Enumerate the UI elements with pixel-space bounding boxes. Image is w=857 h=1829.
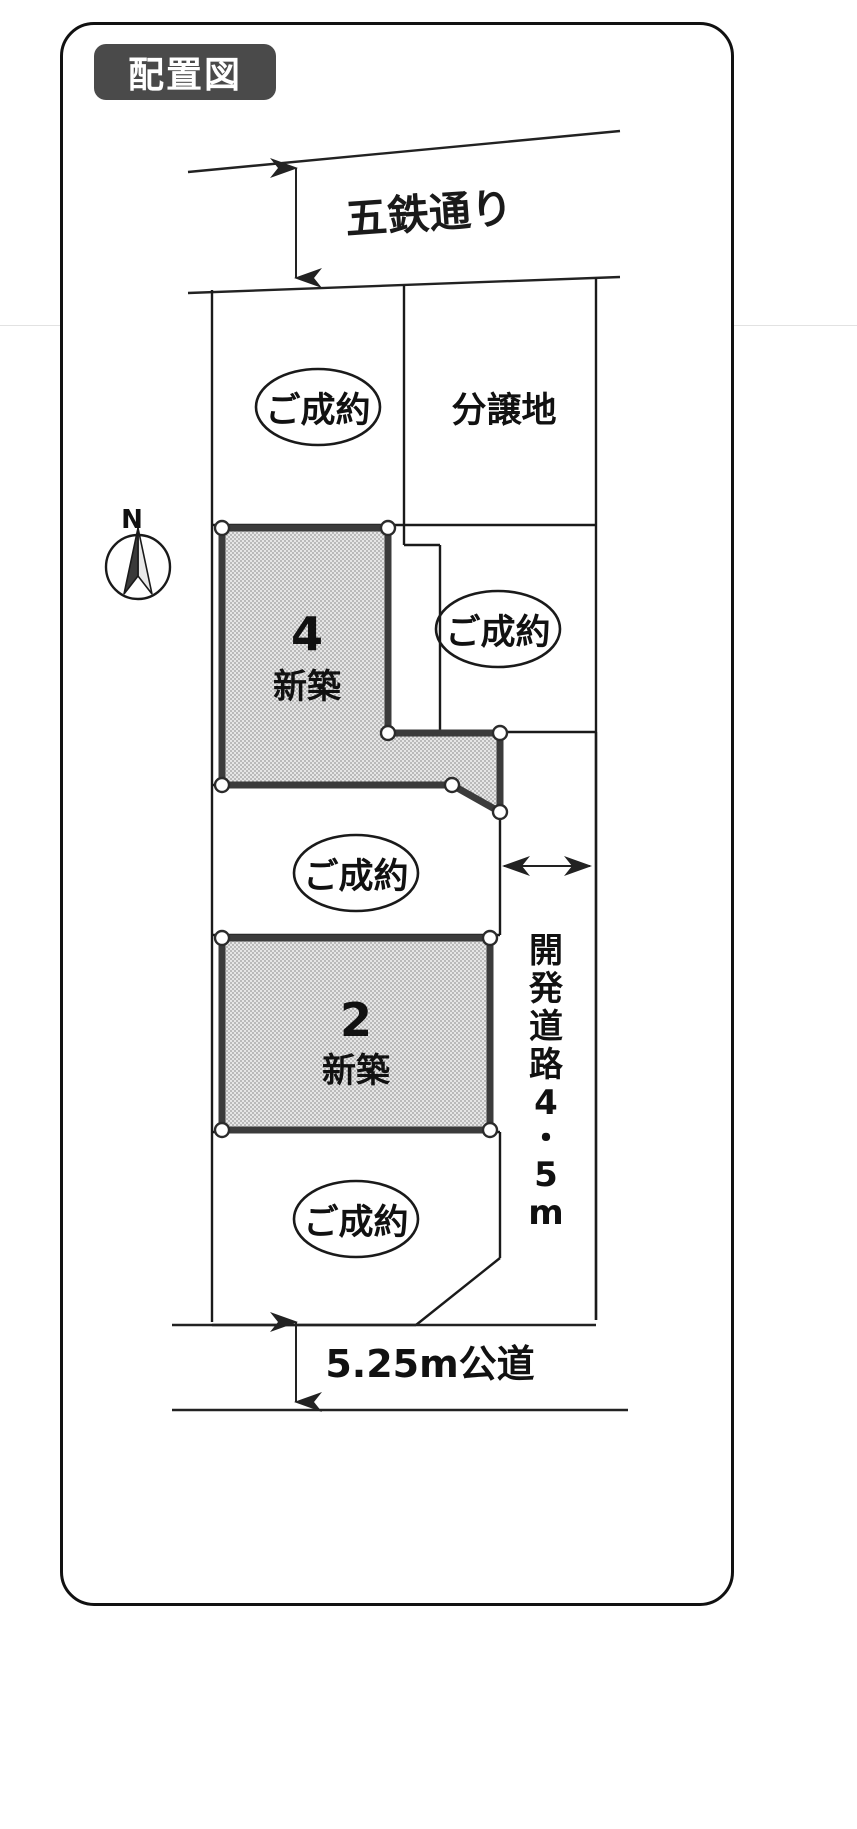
parcel-status-3: ご成約	[434, 589, 562, 669]
bottom-road	[172, 1312, 628, 1412]
corner-node	[213, 1121, 231, 1139]
corner-node	[443, 776, 461, 794]
building-4	[213, 519, 509, 821]
building-4-number: 4	[291, 607, 323, 661]
corner-node	[481, 929, 499, 947]
development-road-label: 開 発 道 路 4 ・ 5 m	[528, 931, 564, 1233]
svg-text:4: 4	[534, 1083, 558, 1123]
compass-label: N	[121, 505, 143, 535]
building-4-sub: 新築	[273, 667, 342, 707]
parcel-status-label: ご成約	[303, 857, 408, 897]
svg-text:・: ・	[529, 1119, 563, 1159]
top-road-label: 五鉄通り	[343, 183, 514, 244]
svg-text:開: 開	[529, 931, 563, 971]
building-2-sub: 新築	[322, 1051, 391, 1091]
compass-north: N	[104, 505, 172, 601]
plan-title-badge: 配置図	[94, 44, 276, 100]
parcel-status-2: 分譲地	[451, 391, 556, 431]
parcel-status-1: ご成約	[254, 367, 382, 447]
corner-node	[379, 519, 397, 537]
svg-text:道: 道	[529, 1007, 563, 1047]
svg-text:5: 5	[534, 1155, 558, 1195]
corner-node	[213, 929, 231, 947]
building-2-number: 2	[340, 993, 372, 1047]
building-2	[213, 929, 499, 1139]
svg-text:路: 路	[529, 1045, 564, 1085]
corner-node	[213, 776, 231, 794]
svg-text:m: m	[528, 1193, 563, 1233]
corner-node	[213, 519, 231, 537]
parcel-status-label: ご成約	[303, 1203, 408, 1243]
parcel-status-5: ご成約	[292, 1179, 420, 1259]
parcel-status-4: ご成約	[292, 833, 420, 913]
parcel-status-label: ご成約	[445, 613, 550, 653]
bottom-road-label: 5.25m公道	[325, 1342, 534, 1386]
corner-node	[491, 724, 509, 742]
corner-node	[379, 724, 397, 742]
parcel-status-label: ご成約	[265, 391, 370, 431]
svg-text:発: 発	[529, 969, 564, 1009]
corner-node	[491, 803, 509, 821]
corner-node	[481, 1121, 499, 1139]
page-title: 配置図	[127, 55, 242, 96]
